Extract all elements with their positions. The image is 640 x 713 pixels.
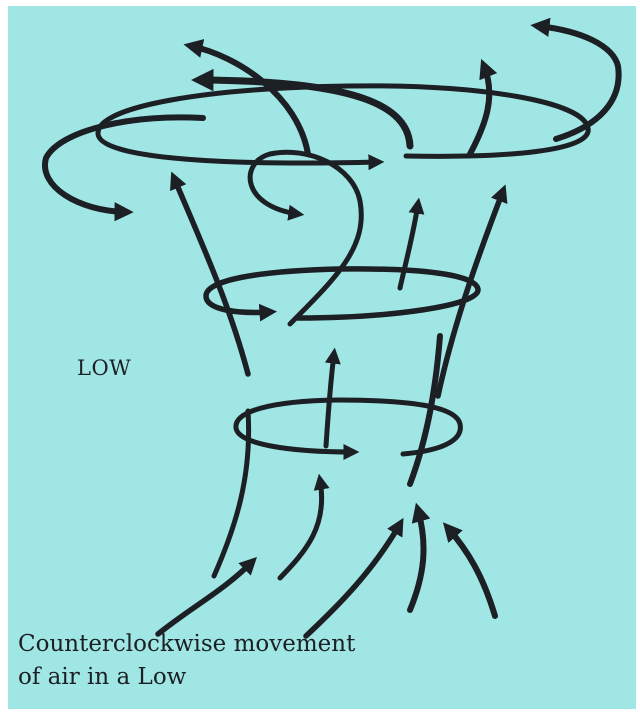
- figure-caption: Counterclockwise movement of air in a Lo…: [18, 628, 355, 694]
- funnel-right-rise: [438, 191, 503, 396]
- low-label: LOW: [77, 356, 131, 380]
- middle-ring: [206, 269, 478, 318]
- upper-spiral: [250, 152, 361, 324]
- inflow-1: [158, 562, 252, 634]
- inflow-3: [306, 524, 400, 636]
- outflow-upper-right: [470, 66, 489, 154]
- outflow-left: [45, 117, 203, 212]
- inflow-2: [280, 480, 322, 578]
- diagram-panel: LOW Counterclockwise movement of air in …: [8, 6, 636, 709]
- inflow-5: [448, 528, 495, 616]
- funnel-center-rise: [400, 204, 418, 288]
- top-ring: [98, 86, 588, 163]
- caption-line-2: of air in a Low: [18, 661, 355, 694]
- outflow-right: [538, 26, 619, 139]
- inflow-4: [410, 510, 424, 610]
- outflow-top-left: [191, 46, 308, 154]
- caption-line-1: Counterclockwise movement: [18, 628, 355, 661]
